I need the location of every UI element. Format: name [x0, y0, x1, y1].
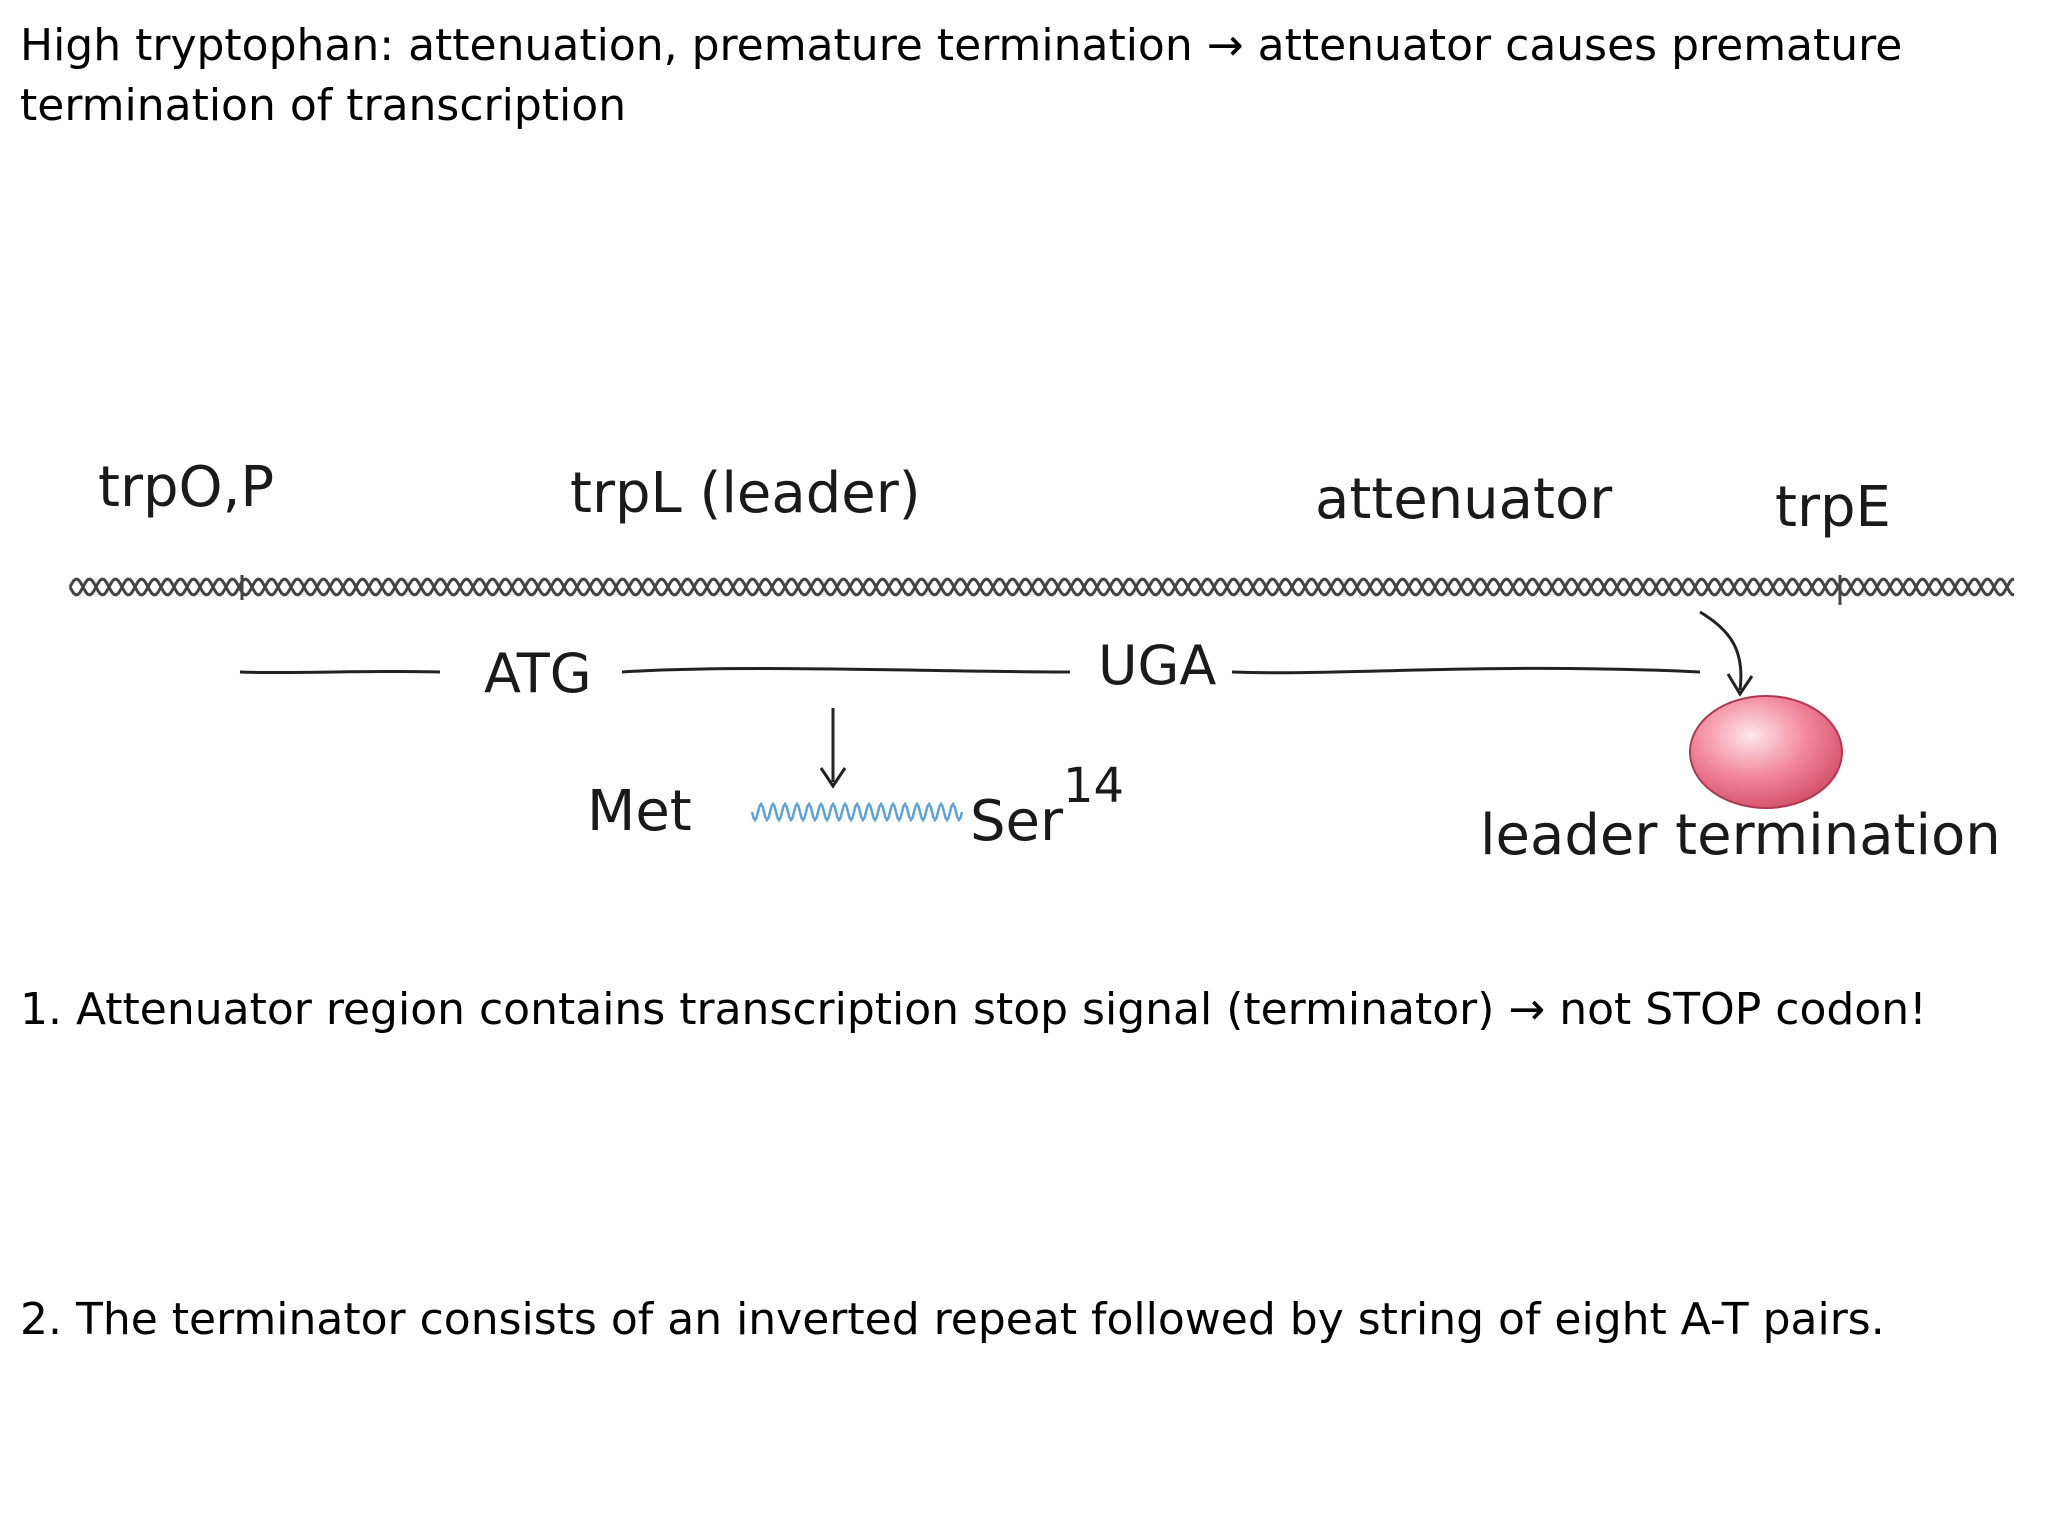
trp-operon-diagram: trpO,P trpL (leader) attenuator trpE ATG…: [40, 450, 2030, 910]
dna-double-helix: [68, 577, 2015, 597]
point-2: 2. The terminator consists of an inverte…: [20, 1294, 1885, 1345]
rna-polymerase: [1689, 695, 1843, 809]
point-1-text-before-arrow: 1. Attenuator region contains transcript…: [20, 984, 1495, 1035]
label-trpOP: trpO,P: [98, 455, 274, 520]
label-ser-superscript: 14: [1063, 758, 1124, 814]
label-trpE: trpE: [1775, 475, 1891, 540]
mrna-line-segment-3: [1231, 666, 1701, 675]
curved-down-arrow-icon: [1726, 673, 1754, 697]
label-attenuator: attenuator: [1315, 467, 1613, 532]
heading-line-1: High tryptophan: attenuation, premature …: [20, 16, 1902, 76]
point-1-text-after-arrow: not STOP codon!: [1559, 984, 1927, 1035]
slide-heading: High tryptophan: attenuation, premature …: [20, 16, 1902, 136]
mrna-line-segment-2: [621, 666, 1071, 674]
heading-line-2: termination of transcription: [20, 80, 627, 131]
label-ser: Ser: [970, 789, 1064, 854]
leader-peptide-wave: [750, 801, 964, 823]
diagram-canvas: trpO,P trpL (leader) attenuator trpE ATG…: [68, 455, 2015, 868]
heading-text-before-arrow: High tryptophan: attenuation, premature …: [20, 20, 1193, 71]
right-arrow-icon: →: [1206, 20, 1244, 71]
label-trpL-leader: trpL (leader): [570, 461, 921, 526]
right-arrow-icon: →: [1508, 984, 1546, 1035]
termination-arrow-shaft: [1699, 610, 1743, 691]
dna-strand-b: [68, 577, 2015, 597]
label-met: Met: [587, 779, 692, 844]
down-arrow-icon: [819, 767, 847, 789]
label-leader-termination: leader termination: [1480, 803, 2001, 868]
dna-strand-a: [68, 577, 2015, 597]
mrna-line-segment-1: [239, 669, 441, 675]
label-atg-codon: ATG: [484, 642, 592, 705]
label-uga-codon: UGA: [1098, 634, 1216, 697]
heading-text-after-arrow: attenuator causes premature: [1257, 20, 1903, 71]
point-1: 1. Attenuator region contains transcript…: [20, 980, 1927, 1040]
